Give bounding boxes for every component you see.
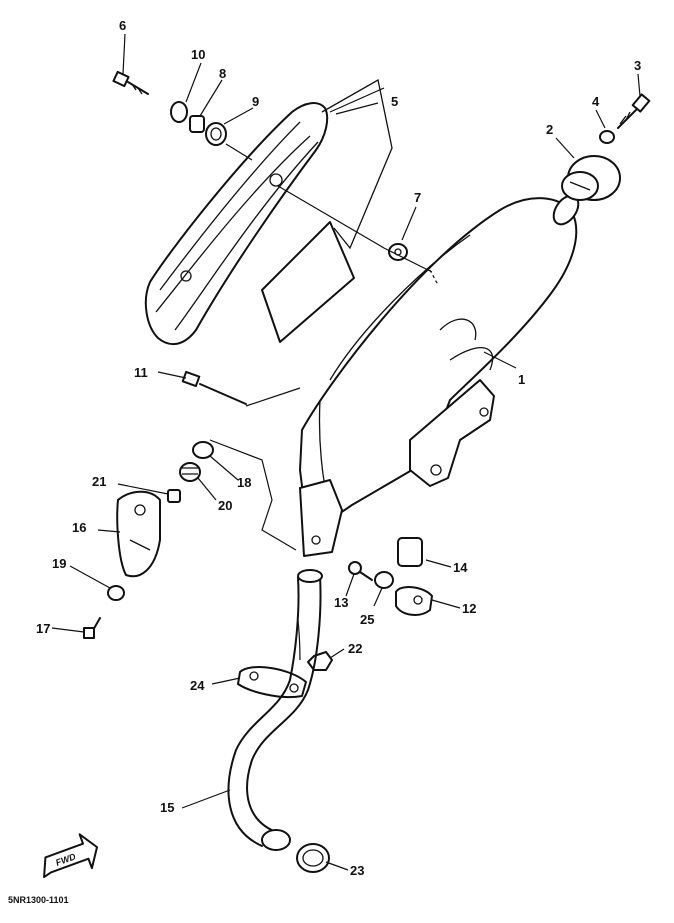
protector-16-part — [116, 490, 161, 578]
clamp-12-part — [395, 586, 433, 616]
callout-15: 15 — [160, 800, 174, 815]
bolt-13-part — [348, 561, 373, 581]
gasket-23-part — [296, 843, 330, 873]
callout-12: 12 — [462, 601, 476, 616]
callout-13: 13 — [334, 595, 348, 610]
callout-23: 23 — [350, 863, 364, 878]
forward-direction-arrow: FWD — [43, 833, 99, 879]
collar-14-part — [397, 537, 423, 567]
callout-17: 17 — [36, 621, 50, 636]
callout-25: 25 — [360, 612, 374, 627]
washer-7-part — [388, 243, 408, 261]
callout-3: 3 — [634, 58, 641, 73]
washer-19-part — [107, 585, 125, 601]
exhaust-pipe-15-part — [227, 569, 323, 851]
washer-10-part — [170, 101, 188, 123]
callout-20: 20 — [218, 498, 232, 513]
callout-7: 7 — [414, 190, 421, 205]
callout-4: 4 — [592, 94, 600, 109]
bolt-17-part — [83, 617, 101, 639]
callout-6: 6 — [119, 18, 126, 33]
callout-22: 22 — [348, 641, 362, 656]
grommet-20-part — [179, 462, 201, 482]
bolt-11-part — [181, 370, 247, 405]
grommet-9-part — [205, 122, 227, 146]
collar-8-part — [189, 115, 205, 133]
callout-21: 21 — [92, 474, 106, 489]
washer-25-part — [374, 571, 394, 589]
callout-16: 16 — [72, 520, 86, 535]
bolt-6-part — [112, 70, 149, 95]
callout-5: 5 — [391, 94, 398, 109]
callout-9: 9 — [252, 94, 259, 109]
callout-8: 8 — [219, 66, 226, 81]
bolt-3-part — [617, 93, 651, 129]
washer-18-part — [192, 441, 214, 459]
callout-24: 24 — [190, 678, 205, 693]
callout-1: 1 — [518, 372, 525, 387]
callout-11: 11 — [134, 365, 148, 380]
muffler-part — [299, 194, 580, 557]
callout-10: 10 — [191, 47, 205, 62]
muffler-cap-part — [561, 155, 621, 201]
callout-18: 18 — [237, 475, 251, 490]
callout-2: 2 — [546, 122, 553, 137]
callout-19: 19 — [52, 556, 66, 571]
nut-22-part — [307, 651, 333, 671]
collar-21-part — [167, 489, 181, 503]
diagram-code: 5NR1300-1101 — [8, 895, 69, 905]
gasket-24-part — [237, 666, 307, 699]
heat-protector-part — [144, 78, 393, 346]
callout-14: 14 — [453, 560, 468, 575]
washer-4-part — [599, 130, 615, 144]
